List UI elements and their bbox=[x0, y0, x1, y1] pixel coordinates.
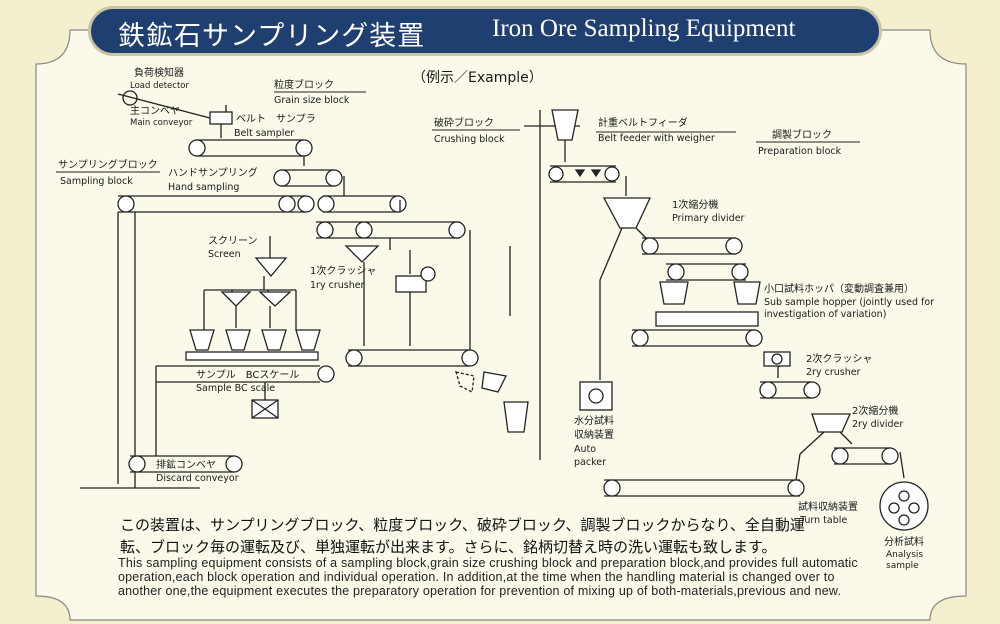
label-screen-jp: スクリーン bbox=[208, 235, 258, 247]
belt-feeder-hopper bbox=[551, 109, 579, 141]
label-discard-conveyor-jp: 排鉱コンベヤ bbox=[156, 458, 216, 471]
label-primary-divider-jp: 1次縮分機 bbox=[672, 198, 718, 211]
label-belt-feeder-jp: 計重ベルトフィーダ bbox=[598, 116, 688, 129]
label-sub-sample-hopper-en1: Sub sample hopper (jointly used for bbox=[764, 297, 934, 308]
label-preparation-block-en: Preparation block bbox=[758, 146, 842, 157]
label-sub-sample-hopper-en2: investigation of variation) bbox=[764, 309, 886, 320]
belt-sampler-box bbox=[209, 111, 233, 125]
label-auto-packer-en2: packer bbox=[574, 457, 606, 468]
screen-hopper bbox=[254, 257, 288, 278]
label-auto-packer-en1: Auto bbox=[574, 444, 596, 455]
label-belt-sampler-en: Belt sampler bbox=[234, 128, 294, 139]
description-japanese: この装置は、サンプリングブロック、粒度ブロック、破砕ブロック、調製ブロックからな… bbox=[120, 516, 805, 556]
label-preparation-block-jp: 調製ブロック bbox=[772, 128, 832, 141]
label-discard-conveyor-en: Discard conveyor bbox=[156, 473, 239, 484]
label-turn-table-en: Turn table bbox=[799, 515, 847, 526]
label-load-detector-en: Load detector bbox=[130, 81, 189, 91]
turn-table-icon bbox=[879, 481, 929, 531]
label-sub-sample-hopper-jp: 小口試料ホッパ（変動調査兼用） bbox=[764, 282, 914, 295]
sampling-conveyor-pulley-left bbox=[117, 195, 135, 213]
title-english: Iron Ore Sampling Equipment bbox=[492, 15, 796, 42]
label-sampling-block-en: Sampling block bbox=[60, 176, 133, 187]
load-detector-icon bbox=[122, 90, 138, 106]
label-main-conveyor-en: Main conveyor bbox=[130, 118, 193, 128]
label-turn-table-jp: 試料収納装置 bbox=[798, 500, 858, 513]
main-conveyor-belt bbox=[117, 93, 211, 119]
label-grain-size-en: Grain size block bbox=[274, 95, 350, 106]
title-japanese: 鉄鉱石サンプリング装置 bbox=[118, 21, 426, 52]
label-hand-sampling-jp: ハンドサンプリング bbox=[168, 166, 258, 179]
auto-packer-box bbox=[579, 381, 613, 411]
label-secondary-divider-jp: 2次縮分機 bbox=[852, 404, 898, 417]
label-primary-crusher-jp: 1次クラッシャ bbox=[310, 264, 376, 277]
crushing-output-bin bbox=[503, 401, 529, 433]
label-secondary-divider-en: 2ry divider bbox=[852, 419, 903, 430]
label-analysis-jp: 分析試料 bbox=[884, 535, 924, 548]
label-belt-feeder-en: Belt feeder with weigher bbox=[598, 133, 715, 144]
secondary-crusher-box bbox=[763, 351, 791, 367]
description-english: This sampling equipment consists of a sa… bbox=[118, 556, 858, 598]
sample-bc-scale-belt bbox=[185, 351, 319, 361]
sub-sample-hopper-belt bbox=[655, 311, 759, 327]
label-grain-size-jp: 粒度ブロック bbox=[274, 78, 334, 91]
label-analysis-en1: Analysis bbox=[886, 550, 923, 560]
label-sample-bc-scale-jp: サンプル BCスケール bbox=[196, 369, 299, 381]
label-secondary-crusher-jp: 2次クラッシャ bbox=[806, 352, 872, 365]
label-primary-crusher-en: 1ry crusher bbox=[310, 280, 365, 291]
label-secondary-crusher-en: 2ry crusher bbox=[806, 367, 861, 378]
title-banner bbox=[88, 6, 882, 56]
primary-crusher-box bbox=[395, 275, 427, 293]
label-crushing-block-jp: 破砕ブロック bbox=[434, 116, 494, 129]
label-sampling-block-jp: サンプリングブロック bbox=[58, 158, 158, 171]
primary-divider bbox=[602, 197, 652, 229]
secondary-divider bbox=[811, 413, 852, 433]
label-moisture-jp2: 収納装置 bbox=[574, 428, 614, 441]
panel-border bbox=[35, 29, 967, 621]
label-load-detector-jp: 負荷検知器 bbox=[134, 66, 184, 79]
label-primary-divider-en: Primary divider bbox=[672, 213, 745, 224]
label-crushing-block-en: Crushing block bbox=[434, 134, 505, 145]
primary-crusher-hopper bbox=[344, 245, 380, 263]
label-example: （例示／Example） bbox=[412, 70, 543, 86]
label-main-conveyor-jp: 主コンベヤ bbox=[130, 105, 180, 117]
label-moisture-jp1: 水分試料 bbox=[574, 414, 614, 427]
label-screen-en: Screen bbox=[208, 249, 241, 260]
label-hand-sampling-en: Hand sampling bbox=[168, 182, 239, 193]
label-sample-bc-scale-en: Sample BC scale bbox=[196, 383, 275, 394]
label-analysis-en2: sample bbox=[886, 561, 919, 571]
label-belt-sampler-jp: ベルト サンプラ bbox=[236, 113, 316, 125]
